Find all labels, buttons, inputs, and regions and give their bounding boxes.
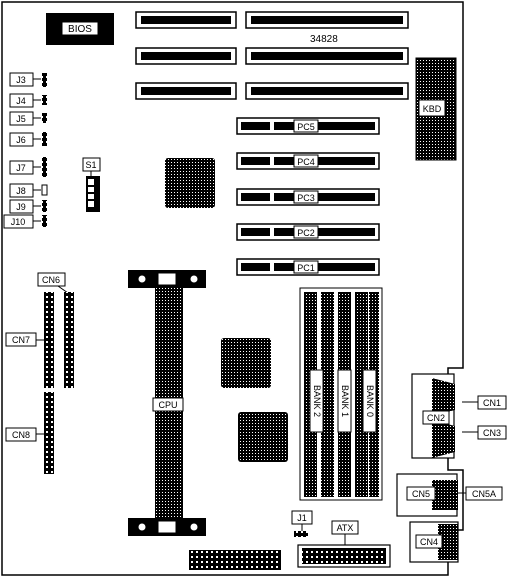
atx-label: ATX — [337, 523, 354, 533]
board-model: 34828 — [310, 34, 338, 45]
bios-chip: BIOS — [46, 13, 114, 45]
pci-slot-pc2: PC2 — [236, 223, 380, 241]
jumper-block: J3 J4 J5 J6 J7 J8 J9 J10 — [3, 72, 48, 229]
bank-label: BANK 0 — [365, 385, 375, 417]
cn6-cn7-headers: CN6 CN7 CN8 — [5, 272, 74, 474]
cn6-header — [64, 292, 74, 388]
bottom-header — [189, 550, 281, 570]
jumper-j7 — [42, 157, 47, 177]
connector-label: CN3 — [483, 428, 501, 438]
pci-label: PC4 — [297, 157, 315, 167]
pci-label: PC2 — [297, 228, 315, 238]
bank-label: BANK 2 — [312, 385, 322, 417]
atx-power-connector: ATX — [297, 520, 391, 568]
connector-label: CN1 — [483, 398, 501, 408]
dip-switch-s1: S1 — [82, 157, 101, 212]
memory-banks: BANK 2 BANK 1 BANK 0 — [299, 287, 383, 501]
pci-label: PC1 — [297, 263, 315, 273]
jumper-j1: J1 — [291, 510, 313, 537]
chipset-chips — [165, 158, 288, 462]
jumper-j9 — [42, 200, 47, 212]
bios-label: BIOS — [68, 24, 92, 35]
jumper-label: J5 — [16, 114, 26, 124]
cn7-header — [44, 292, 54, 388]
kbd-label: KBD — [423, 104, 442, 114]
jumper-j4 — [42, 95, 47, 105]
connector-label: CN6 — [42, 275, 60, 285]
jumper-label: J9 — [16, 202, 26, 212]
pci-slot-pc5: PC5 — [236, 117, 380, 135]
jumper-label: J10 — [11, 217, 26, 227]
cpu-slot: CPU — [128, 270, 206, 536]
pci-label: PC3 — [297, 193, 315, 203]
jumper-j8 — [41, 184, 48, 196]
jumper-j5 — [42, 113, 47, 123]
dimm-slot — [355, 292, 368, 497]
cn8-header — [44, 392, 54, 474]
dimm-slot — [321, 292, 334, 497]
cn4-connector: CN4 — [409, 521, 459, 563]
chipset-chip — [165, 158, 215, 208]
jumper-j3 — [42, 73, 47, 87]
isa-slots — [135, 11, 409, 100]
connector-label: CN5A — [472, 489, 496, 499]
jumper-label: J8 — [16, 186, 26, 196]
jumper-label: J4 — [16, 96, 26, 106]
pci-slot-pc1: PC1 — [236, 258, 380, 276]
cpu-label: CPU — [158, 400, 177, 410]
jumper-j6 — [42, 132, 47, 146]
bank-label: BANK 1 — [340, 385, 350, 417]
connector-label: CN4 — [420, 537, 438, 547]
jumper-j10 — [42, 215, 47, 227]
connector-label: CN2 — [427, 413, 445, 423]
keyboard-connector: KBD — [415, 57, 457, 161]
pci-slots: PC5 PC4 PC3 PC2 PC1 — [236, 117, 380, 276]
connector-label: CN8 — [12, 430, 30, 440]
parallel-port: CN5 CN5A — [396, 473, 503, 517]
jumper-label: J3 — [16, 75, 26, 85]
connector-label: CN5 — [412, 489, 430, 499]
pci-slot-pc3: PC3 — [236, 188, 380, 206]
jumper-label: J1 — [297, 513, 307, 523]
connector-label: CN7 — [12, 335, 30, 345]
serial-ports: CN2 CN1 CN3 — [411, 373, 507, 459]
pci-slot-pc4: PC4 — [236, 152, 380, 170]
jumper-label: J7 — [16, 163, 26, 173]
jumper-label: J6 — [16, 135, 26, 145]
chipset-chip — [238, 412, 288, 462]
switch-label: S1 — [85, 160, 96, 170]
chipset-chip — [221, 338, 271, 388]
pci-label: PC5 — [297, 122, 315, 132]
